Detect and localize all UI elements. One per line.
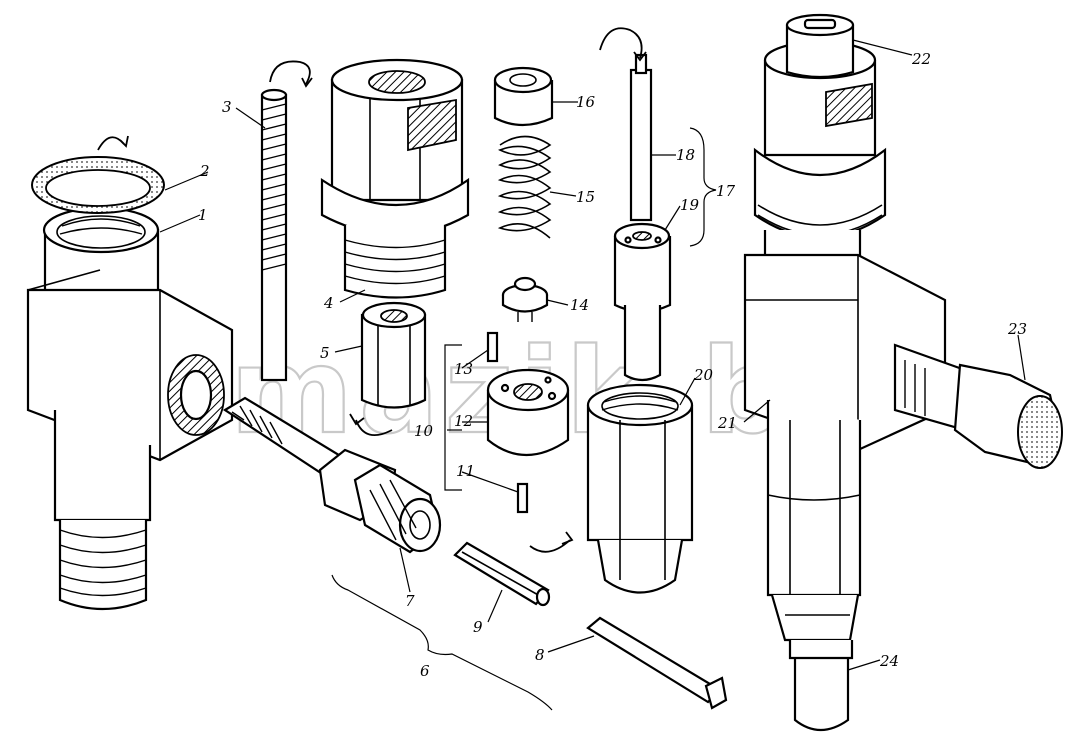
label-10: 10 [414,422,434,440]
part-8-filter-rod [586,616,728,710]
part-23-pipe-fitting [893,343,1063,469]
label-7: 7 [405,592,415,610]
label-21: 21 [717,414,737,432]
label-17: 17 [716,182,736,200]
label-2: 2 [199,162,210,180]
part-20-nozzle-nut [586,383,694,594]
part-21-assembled-injector [743,40,947,642]
part-16-bushing [493,66,554,127]
part-24-nozzle-tip [788,640,854,732]
label-4: 4 [323,294,334,312]
part-2-seal-ring [31,135,165,214]
part-12-distributor-plate [486,368,574,553]
label-13: 13 [454,360,473,378]
part-4-union-nut [320,58,470,299]
label-24: 24 [879,652,899,670]
part-1-housing [26,206,234,611]
label-14: 14 [570,296,589,314]
part-18-needle [599,27,653,222]
bracket-10 [444,344,462,491]
part-19-nozzle-body [613,222,672,382]
label-16: 16 [576,93,596,111]
bracket-6 [331,574,553,711]
label-20: 20 [693,366,714,384]
part-11-pin [516,482,529,514]
label-11: 11 [456,462,475,480]
label-19: 19 [680,196,700,214]
part-5-hex-nut [349,301,427,437]
part-13-pin [486,331,499,363]
label-8: 8 [535,646,545,664]
label-1: 1 [198,206,208,224]
part-3-threaded-rod [260,60,313,382]
label-15: 15 [576,188,595,206]
label-3: 3 [222,98,232,116]
label-9: 9 [473,618,483,636]
leader-lines [159,39,1026,671]
label-5: 5 [320,344,330,362]
label-6: 6 [420,662,430,680]
part-14-valve [501,276,549,322]
label-22: 22 [911,50,931,68]
part-6-pipe-assembly [222,396,442,554]
label-23: 23 [1007,320,1027,338]
label-18: 18 [676,146,695,164]
part-9-pin [453,541,551,607]
label-12: 12 [454,412,473,430]
part-15-spring [497,135,552,239]
bracket-17 [689,127,717,247]
part-labels: 1 2 3 4 5 6 7 8 9 10 11 12 13 14 15 16 1… [198,50,1027,680]
part-22-cap [785,13,855,79]
